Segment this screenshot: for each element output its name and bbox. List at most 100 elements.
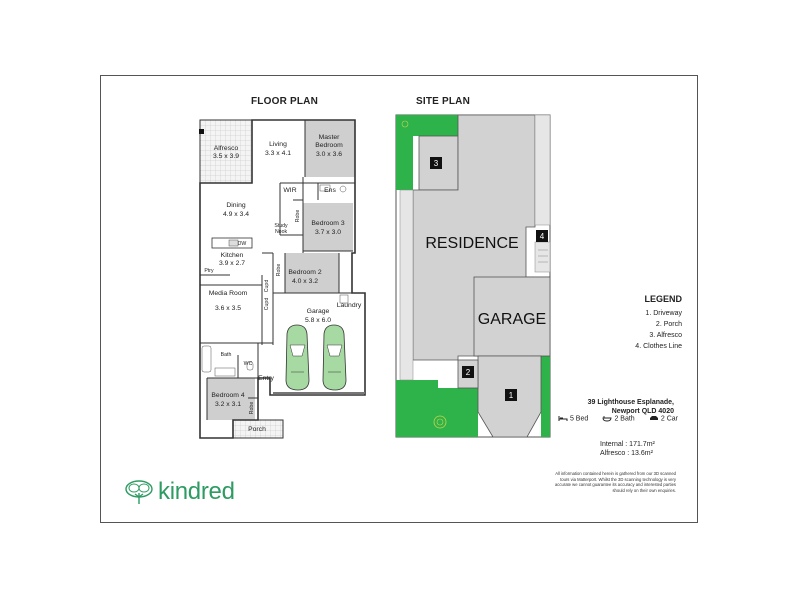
side-path-left bbox=[399, 189, 414, 381]
kitchen-size: 3.9 x 2.7 bbox=[219, 260, 245, 267]
toilet bbox=[246, 361, 254, 371]
entry-label: Entry bbox=[258, 375, 274, 382]
side-path-right bbox=[534, 114, 551, 226]
vanity bbox=[214, 367, 236, 377]
study-label-1: Study bbox=[274, 223, 288, 229]
ptry-label: Ptry bbox=[204, 268, 214, 274]
car-count-label: 2 Car bbox=[660, 415, 678, 423]
ensuite-basin bbox=[319, 184, 331, 192]
legend-item: 1. Driveway bbox=[645, 310, 682, 317]
legend-item: 4. Clothes Line bbox=[635, 343, 682, 350]
bathtub bbox=[201, 345, 212, 373]
floor-plan-heading: FLOOR PLAN bbox=[251, 96, 318, 107]
master-size: 3.0 x 3.6 bbox=[316, 151, 342, 158]
bedroom3-area bbox=[303, 203, 353, 251]
dining-size: 4.9 x 3.4 bbox=[223, 211, 249, 218]
porch-label: Porch bbox=[248, 426, 266, 433]
garage-label: Garage bbox=[307, 308, 330, 315]
bedroom4-area bbox=[207, 378, 255, 420]
laundry-tub bbox=[339, 294, 349, 304]
kitchen-label: Kitchen bbox=[221, 252, 244, 259]
site-plan-heading: SITE PLAN bbox=[416, 96, 471, 107]
dining-label: Dining bbox=[226, 202, 245, 209]
residence-label: RESIDENCE bbox=[425, 235, 518, 252]
media-size: 3.6 x 3.5 bbox=[215, 305, 241, 312]
bedroom3-label: Bedroom 3 bbox=[311, 220, 344, 227]
disclaimer: All information contained herein is gath… bbox=[554, 471, 676, 493]
bed-count-label: 5 Bed bbox=[569, 415, 589, 423]
brand-logo: kindred bbox=[124, 478, 235, 506]
garage-block bbox=[473, 276, 551, 357]
lawn-front-right bbox=[541, 356, 550, 437]
bedroom2-area bbox=[285, 253, 339, 293]
bath-count: 2 Bath bbox=[602, 415, 635, 423]
area-summary: Internal : 171.7m² Alfresco : 13.6m² bbox=[600, 440, 655, 458]
dishwasher bbox=[228, 239, 239, 247]
robe-label-bedroom3: Robe bbox=[295, 210, 301, 223]
svg-text:1: 1 bbox=[509, 391, 514, 400]
cupd-label-2: Cupd bbox=[264, 298, 270, 311]
legend-item: 3. Alfresco bbox=[649, 332, 682, 339]
marker-2: 2 bbox=[462, 366, 474, 378]
internal-area: Internal : 171.7m² bbox=[600, 441, 655, 448]
bed-icon bbox=[558, 416, 568, 421]
bath-label: Bath bbox=[221, 352, 232, 358]
bedroom4-label: Bedroom 4 bbox=[211, 392, 244, 399]
car-icon bbox=[649, 416, 658, 420]
robe-label-bedroom2: Robe bbox=[276, 264, 282, 277]
marker-3: 3 bbox=[430, 157, 442, 169]
master-bedroom-area bbox=[305, 120, 355, 177]
dw-label: DW bbox=[238, 241, 247, 247]
cupd-label-1: Cupd bbox=[264, 280, 270, 293]
property-counts: 5 Bed 2 Bath 2 Car bbox=[558, 415, 678, 422]
house-outline bbox=[199, 119, 366, 439]
address-line-1: 39 Lighthouse Esplanade, bbox=[587, 399, 674, 406]
living-label: Living bbox=[269, 141, 287, 148]
post-marker bbox=[199, 129, 204, 134]
car-right bbox=[322, 324, 347, 391]
ensuite-shower bbox=[339, 185, 347, 193]
bedroom3-size: 3.7 x 3.0 bbox=[315, 229, 341, 236]
clothes-line-area bbox=[534, 241, 551, 273]
alfresco-label: Alfresco bbox=[214, 145, 239, 152]
legend-item: 2. Porch bbox=[655, 321, 682, 328]
alfresco-area-text: Alfresco : 13.6m² bbox=[600, 450, 653, 457]
master-label-1: Master bbox=[319, 134, 341, 141]
garage-site-label: GARAGE bbox=[478, 311, 546, 328]
address-line-2: Newport QLD 4020 bbox=[611, 408, 674, 415]
tree-icon-inner bbox=[436, 418, 444, 426]
garage-size: 5.8 x 6.0 bbox=[305, 317, 331, 324]
bed-count: 5 Bed bbox=[558, 415, 588, 422]
tree-logo-icon bbox=[125, 480, 153, 504]
study-label-2: Nook bbox=[275, 229, 288, 235]
lawn-top-strip bbox=[413, 115, 458, 136]
media-label: Media Room bbox=[209, 290, 248, 297]
marker-4: 4 bbox=[536, 230, 548, 242]
robe-label-bedroom4: Robe bbox=[249, 402, 255, 415]
laundry-label: Laundry bbox=[337, 302, 362, 309]
marker-1: 1 bbox=[505, 389, 517, 401]
bedroom2-label: Bedroom 2 bbox=[288, 269, 321, 276]
car-left bbox=[285, 324, 310, 391]
bedroom2-size: 4.0 x 3.2 bbox=[292, 278, 318, 285]
legend-title: LEGEND bbox=[644, 294, 682, 304]
tree-icon bbox=[433, 415, 447, 429]
svg-text:3: 3 bbox=[434, 159, 439, 168]
svg-text:4: 4 bbox=[540, 232, 545, 241]
alfresco-size: 3.5 x 3.9 bbox=[213, 153, 239, 160]
alfresco-area bbox=[199, 119, 253, 184]
bath-count-label: 2 Bath bbox=[614, 415, 635, 423]
lawn-front bbox=[396, 380, 478, 437]
bedroom4-size: 3.2 x 3.1 bbox=[215, 401, 241, 408]
svg-text:2: 2 bbox=[466, 368, 471, 377]
car-count: 2 Car bbox=[649, 415, 678, 422]
brand-name: kindred bbox=[158, 478, 235, 505]
ens-label: Ens bbox=[324, 187, 336, 194]
bath-icon bbox=[603, 416, 612, 422]
lawn-top-left bbox=[396, 115, 413, 190]
tree-icon-top bbox=[401, 120, 409, 128]
wc-label: WC bbox=[244, 361, 253, 367]
master-label-2: Bedroom bbox=[315, 142, 343, 149]
